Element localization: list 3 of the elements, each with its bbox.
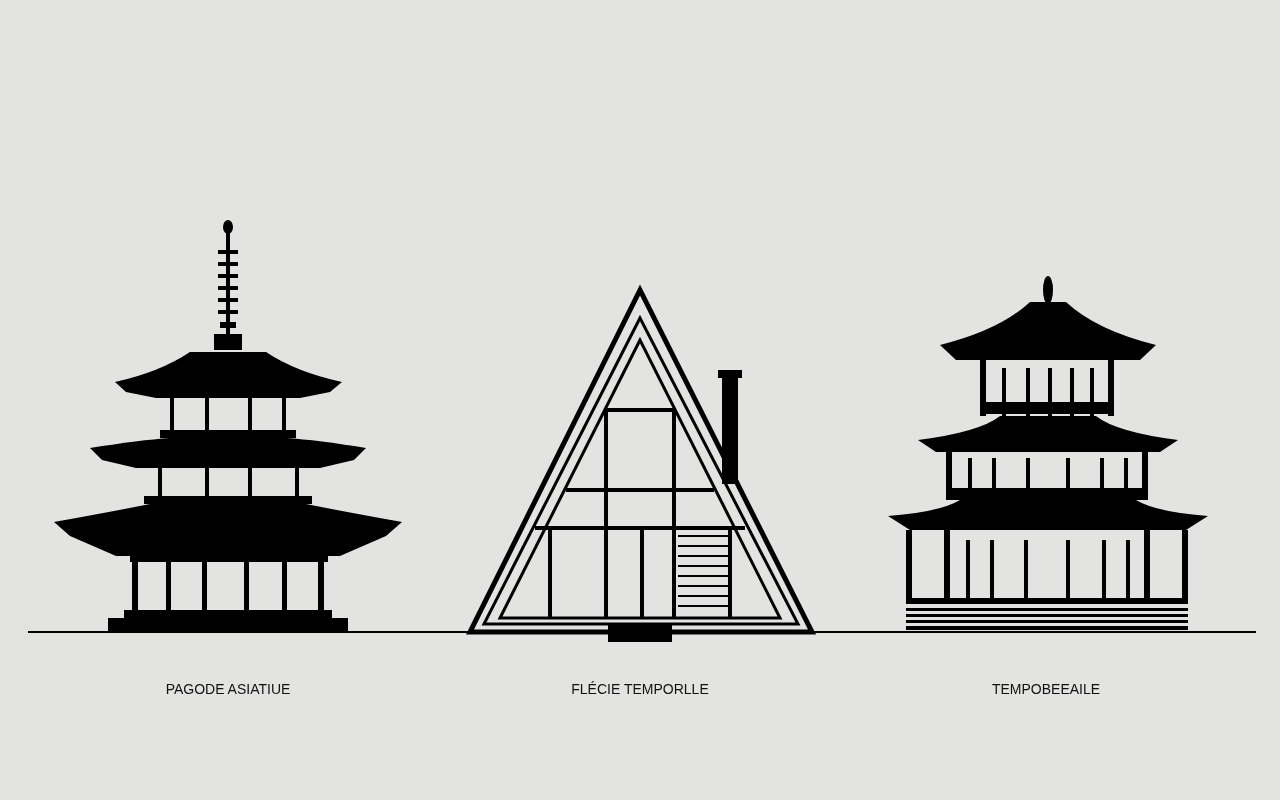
building-caption: PAGODE ASIATIUE <box>165 681 291 697</box>
building-caption: TEMPOBEEAILE <box>991 681 1101 697</box>
building-caption: FLÉCIE TEMPORLLE <box>571 681 709 697</box>
